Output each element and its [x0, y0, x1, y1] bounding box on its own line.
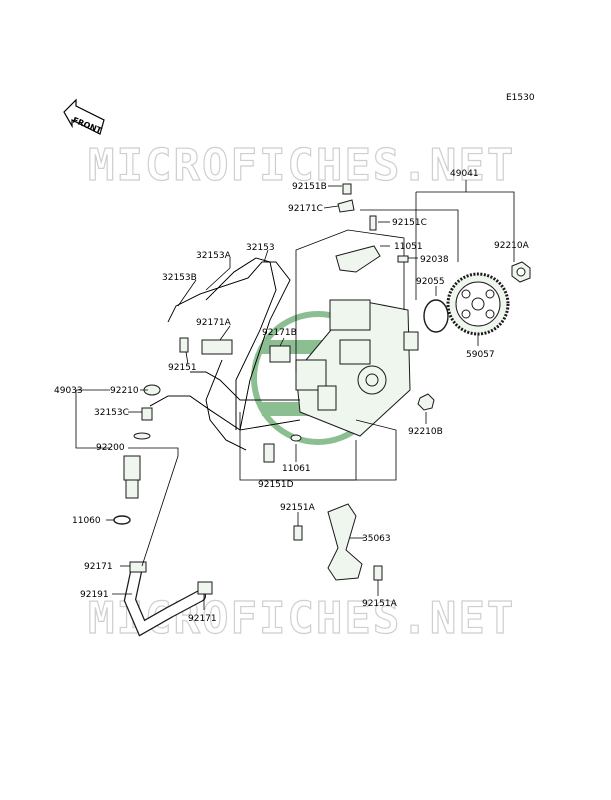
callout-92171b: 92171B — [262, 328, 297, 338]
o-ring — [423, 299, 449, 333]
callout-92171a: 92171A — [196, 318, 232, 328]
injection-pipes — [149, 257, 301, 451]
callout-11061: 11061 — [282, 464, 311, 474]
bolt-92151a-top — [293, 525, 303, 541]
bolt-92151b — [342, 183, 352, 195]
nut-92210b — [417, 393, 435, 411]
callout-92191: 92191 — [80, 590, 109, 600]
callout-92210b: 92210B — [408, 427, 443, 437]
callout-92151: 92151 — [168, 363, 197, 373]
callout-92055: 92055 — [416, 277, 445, 287]
callout-92200: 92200 — [96, 443, 125, 453]
callout-49041: 49041 — [450, 169, 479, 179]
bolt-92151c — [369, 215, 377, 231]
clamp-92171a — [201, 339, 233, 355]
callout-59057: 59057 — [466, 350, 495, 360]
bracket-35063 — [327, 503, 363, 581]
callout-labels: 49041 92151B 92171C 92151C 92210A 32153 … — [54, 169, 530, 624]
diagram-code: E1530 — [506, 93, 535, 103]
bolt-92151 — [179, 337, 189, 353]
callout-32153a: 32153A — [196, 251, 232, 261]
callout-92171c: 92171C — [288, 204, 323, 214]
callout-92151b: 92151B — [292, 182, 327, 192]
callout-32153: 32153 — [246, 243, 275, 253]
callout-92171-bottom: 92171 — [188, 614, 217, 624]
callout-11060: 11060 — [72, 516, 101, 526]
callout-92038: 92038 — [420, 255, 449, 265]
pipe-32153c-end — [141, 407, 153, 421]
bolt-92151a-bottom — [373, 565, 383, 581]
callout-92151c: 92151C — [392, 218, 427, 228]
bracket-11051 — [335, 245, 381, 273]
leader-lines — [75, 180, 515, 610]
clamp-92171b — [269, 345, 291, 363]
callout-11051: 11051 — [394, 242, 423, 252]
callout-49033: 49033 — [54, 386, 83, 396]
callout-92151a-bottom: 92151A — [362, 599, 398, 609]
callout-32153b: 32153B — [162, 273, 197, 283]
key-92038 — [397, 255, 409, 263]
clamp-92171-bottom — [197, 581, 213, 595]
callout-92171-left: 92171 — [84, 562, 113, 572]
callout-92210a: 92210A — [494, 241, 530, 251]
clip-92171c — [337, 199, 355, 213]
nut-92210a — [511, 261, 531, 283]
injection-pump — [295, 229, 419, 437]
clamp-92171-left — [129, 561, 147, 573]
washer-11061 — [290, 434, 302, 442]
callout-32153c: 32153C — [94, 408, 129, 418]
bolt-92151d — [263, 443, 275, 463]
drive-gear — [446, 272, 510, 336]
front-arrow-icon: FRONT — [63, 98, 105, 136]
nozzle-assembly — [113, 432, 151, 525]
callout-92151d: 92151D — [258, 480, 294, 490]
callout-35063: 35063 — [362, 534, 391, 544]
callout-92151a-top: 92151A — [280, 503, 316, 513]
watermark-top: MICROFICHES.NET — [88, 140, 515, 191]
callout-92210: 92210 — [110, 386, 139, 396]
